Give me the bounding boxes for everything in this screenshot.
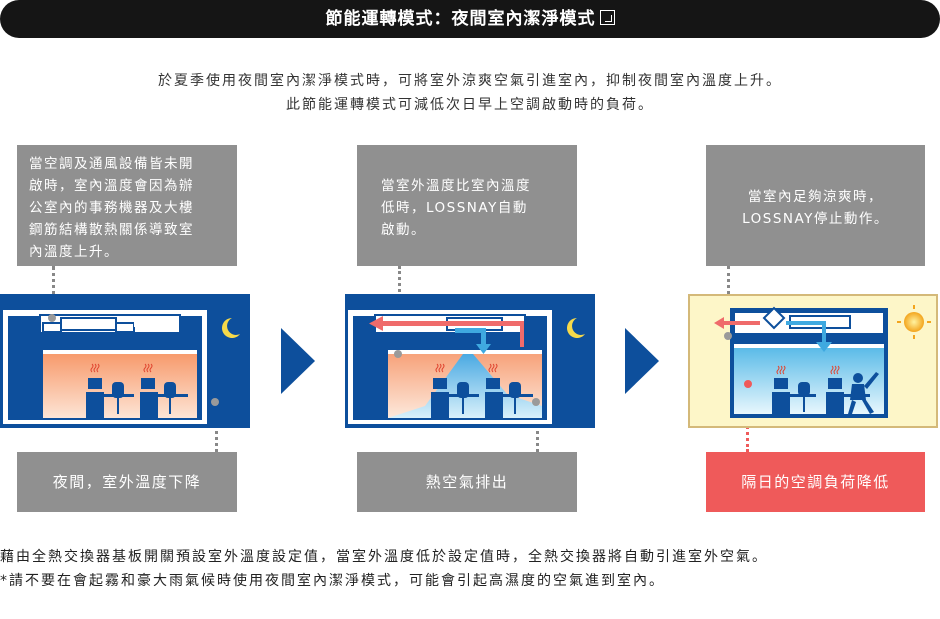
- heat-icon: [90, 363, 153, 373]
- exhaust-arrow-icon: [369, 316, 524, 347]
- step-3-label: 隔日的空調負荷降低: [706, 452, 925, 512]
- callout-line: 啟時，室內溫度會因為辦: [29, 178, 194, 194]
- step-2-label: 熱空氣排出: [357, 452, 577, 512]
- intro-line-2: 此節能運轉模式可減低次日早上空調啟動時的負荷。: [286, 97, 654, 113]
- step-2-illustration: [345, 294, 595, 428]
- moon-icon: [222, 318, 240, 338]
- intake-arrow-icon: [455, 328, 491, 354]
- person-stretching-icon: [844, 372, 879, 414]
- step-3-illustration: [688, 294, 938, 428]
- callout-line: 當室內足夠涼爽時，: [748, 189, 883, 205]
- callout-line: 當室外溫度比室內溫度: [381, 178, 531, 194]
- sun-icon: [897, 305, 931, 339]
- callout-line: 鋼筋結構散熱關係導致室: [29, 222, 194, 238]
- callout-line: LOSSNAY停止動作。: [742, 211, 889, 227]
- office-chair-icon: [112, 382, 176, 414]
- note-line-2: *請不要在會起霧和豪大雨氣候時使用夜間室內潔淨模式，可能會引起高濕度的空氣進到室…: [0, 573, 665, 589]
- callout-line: 當空調及通風設備皆未開: [29, 156, 194, 172]
- callout-line: 低時，LOSSNAY自動: [381, 200, 528, 216]
- chevron-right-icon: [281, 328, 315, 398]
- lossnay-unit-icon: [762, 306, 786, 330]
- callout-line: 公室內的事務機器及大樓: [29, 200, 194, 216]
- callout-connector: [52, 266, 55, 314]
- note-line-1: 藉由全熱交換器基板開關預設室外溫度設定值，當室外溫度低於設定值時，全熱交換器將自…: [0, 549, 768, 565]
- computer-icon: [86, 378, 188, 418]
- callout-line: 內溫度上升。: [29, 244, 119, 260]
- step-2-callout: 當室外溫度比室內溫度 低時，LOSSNAY自動 啟動。: [357, 145, 577, 266]
- moon-icon: [567, 318, 585, 338]
- chevron-right-icon: [625, 328, 659, 398]
- step-1-callout: 當空調及通風設備皆未開 啟時，室內溫度會因為辦 公室內的事務機器及大樓 鋼筋結構…: [17, 145, 237, 266]
- page-title-bar: 節能運轉模式：夜間室內潔淨模式: [0, 0, 940, 38]
- intro-line-1: 於夏季使用夜間室內潔淨模式時，可將室外涼爽空氣引進室內，抑制夜間室內溫度上升。: [158, 73, 782, 89]
- callout-line: 啟動。: [381, 222, 426, 238]
- step-3-callout: 當室內足夠涼爽時， LOSSNAY停止動作。: [706, 145, 925, 266]
- step-1-label: 夜間，室外溫度下降: [17, 452, 237, 512]
- page-title: 節能運轉模式：夜間室內潔淨模式: [325, 9, 596, 29]
- checkbox-icon: [599, 10, 615, 25]
- step-1-illustration: [0, 294, 250, 428]
